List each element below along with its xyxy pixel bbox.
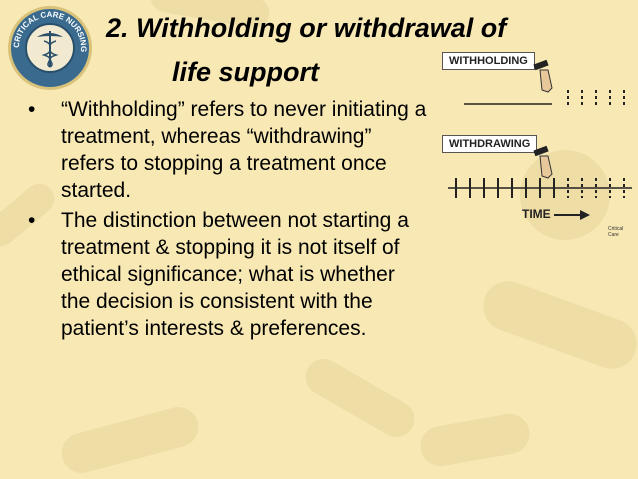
- time-arrow-icon: [554, 210, 590, 220]
- diagram-graphics: [448, 59, 632, 220]
- bullet-icon: •: [28, 209, 36, 232]
- bullet-item: • The distinction between not starting a…: [28, 207, 428, 342]
- critical-care-nursing-logo: CRITICAL CARE NURSING: [8, 6, 92, 90]
- time-label: TIME: [522, 207, 551, 221]
- caduceus-icon: [25, 23, 75, 73]
- bullet-list: • “Withholding” refers to never initiati…: [28, 96, 428, 345]
- withdrawing-label: WITHDRAWING: [442, 135, 538, 153]
- bullet-text: The distinction between not starting a t…: [61, 209, 409, 340]
- diagram-credit: Critical Care: [608, 226, 624, 238]
- title-line-2: life support: [172, 57, 319, 87]
- pointing-hand-icon: [533, 59, 553, 93]
- pointing-hand-icon: [533, 145, 553, 179]
- bullet-item: • “Withholding” refers to never initiati…: [28, 96, 428, 204]
- withholding-label: WITHHOLDING: [442, 52, 535, 70]
- bullet-icon: •: [28, 98, 36, 121]
- bullet-text: “Withholding” refers to never initiating…: [61, 98, 427, 202]
- title-line-1: 2. Withholding or withdrawal of: [106, 13, 507, 43]
- withholding-withdrawing-diagram: WITHHOLDING WITHDRAWING: [434, 48, 634, 238]
